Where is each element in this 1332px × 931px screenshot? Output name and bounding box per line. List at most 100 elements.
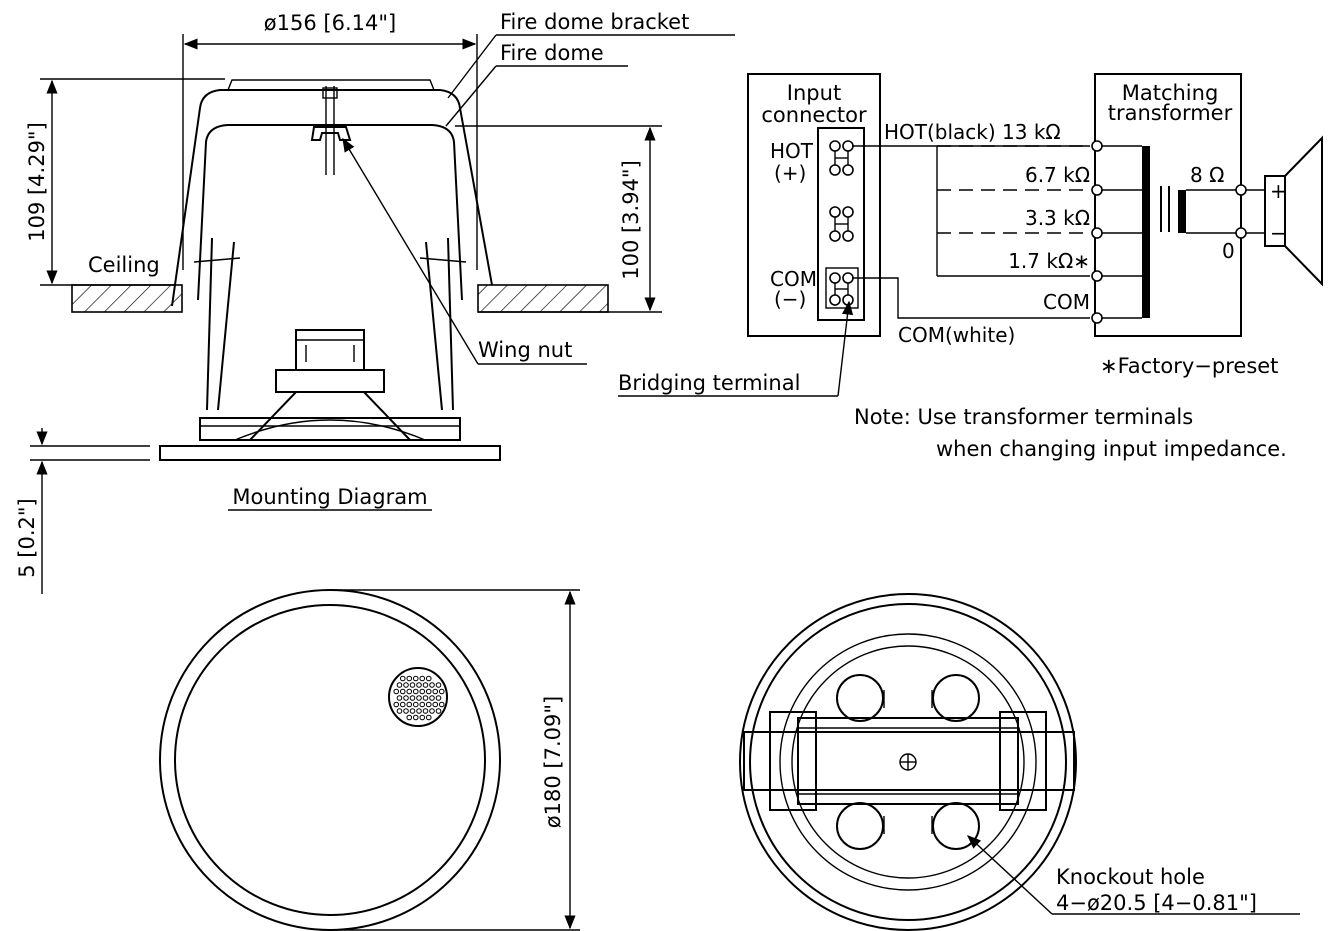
grille-hole — [432, 701, 439, 708]
speaker-flange — [159, 445, 501, 461]
fire-dome-bracket-label: Fire dome bracket — [500, 10, 689, 34]
tap-3-3k-label: 3.3 kΩ — [1025, 206, 1090, 230]
tap-1-7k-label: 1.7 kΩ∗ — [1008, 249, 1090, 273]
tap-6-7k-label: 6.7 kΩ — [1025, 163, 1090, 187]
grille-hole — [393, 688, 400, 695]
grille-hole — [432, 688, 439, 695]
secondary-8ohm-label: 8 Ω — [1190, 163, 1224, 187]
wing-nut-label: Wing nut — [478, 338, 572, 362]
wing-nut — [310, 86, 352, 175]
grille-hole — [429, 682, 435, 688]
grille-hole — [403, 682, 409, 688]
grille-hole — [438, 701, 445, 708]
bridging-terminal-label: Bridging terminal — [618, 371, 800, 395]
grille-hole — [419, 701, 426, 708]
grille-hole — [396, 695, 403, 701]
transformer-label-2: transformer — [1108, 101, 1233, 125]
grille-hole — [416, 682, 422, 688]
grille-hole — [425, 714, 432, 721]
flange-dimension: 5 [0.2"] — [15, 428, 150, 594]
terminal-group-com — [825, 267, 859, 309]
hot-label-2: (+) — [774, 161, 806, 185]
height-dimension-total: 109 [4.29"] — [25, 78, 225, 286]
speaker-unit — [199, 329, 461, 441]
grille-hole — [399, 688, 406, 695]
rear-view: Knockout hole 4−ø20.5 [4−0.81"] — [739, 593, 1300, 931]
grille-hole — [396, 682, 403, 688]
grille-hole — [425, 688, 432, 695]
speaker-plus-label: + — [1270, 179, 1287, 203]
tap-13k-label: HOT(black) 13 kΩ — [884, 120, 1061, 144]
transformer-primary-winding — [1142, 146, 1150, 318]
front-grille — [388, 667, 448, 727]
grille-hole — [419, 675, 426, 682]
bridging-terminal-callout: Bridging terminal — [618, 300, 854, 397]
grille-hole — [412, 675, 419, 682]
grille-hole — [422, 682, 429, 688]
grille-hole — [406, 701, 413, 708]
com-white-label: COM(white) — [898, 323, 1015, 347]
grille-hole — [438, 688, 445, 695]
grille-hole — [419, 714, 426, 721]
front-view: ø180 [7.09"] — [159, 589, 580, 931]
grille-hole — [409, 695, 416, 701]
terminal-group-middle — [829, 206, 854, 242]
loudspeaker-symbol: + − — [1246, 135, 1323, 287]
height-total-label: 109 [4.29"] — [25, 122, 49, 242]
grille-hole — [406, 688, 413, 695]
knockout-holes — [836, 674, 980, 850]
transformer-label-1: Matching — [1122, 81, 1219, 105]
speaker-minus-label: − — [1270, 221, 1287, 245]
fire-dome-bracket-callout: Fire dome bracket — [447, 10, 735, 99]
flange-dimension-label: 5 [0.2"] — [15, 498, 39, 577]
ceiling: Ceiling — [71, 253, 609, 313]
grille-hole — [393, 701, 400, 708]
grille-hole — [406, 714, 413, 721]
com-label-1: COM — [770, 267, 817, 291]
tap-com-label: COM — [1043, 290, 1090, 314]
diameter-dimension: ø180 [7.09"] — [330, 589, 580, 931]
fire-dome-bracket — [171, 89, 493, 307]
height-dome-label: 100 [3.94"] — [619, 160, 643, 280]
fire-dome-label: Fire dome — [500, 41, 604, 65]
ceiling-label: Ceiling — [88, 253, 160, 277]
grille-hole — [425, 675, 432, 682]
grille-hole — [406, 675, 413, 682]
width-dimension-label: ø156 [6.14"] — [264, 11, 396, 35]
grille-hole — [403, 695, 409, 701]
knockout-label-1: Knockout hole — [1056, 865, 1205, 889]
grille-hole — [399, 675, 406, 682]
hot-label-1: HOT — [770, 139, 814, 163]
secondary-0-label: 0 — [1222, 239, 1235, 263]
com-label-2: (−) — [774, 287, 806, 311]
grille-hole — [425, 701, 432, 708]
grille-hole — [412, 714, 419, 721]
grille-hole — [419, 688, 426, 695]
factory-preset-label: ∗Factory−preset — [1100, 354, 1278, 378]
fire-dome-callout: Fire dome — [445, 41, 628, 127]
grille-hole — [422, 695, 429, 701]
grille-hole — [409, 708, 416, 714]
grille-hole — [412, 688, 419, 695]
grille-hole — [429, 708, 435, 714]
grille-hole — [435, 682, 442, 688]
fire-dome — [197, 124, 463, 301]
grille-hole — [403, 708, 409, 714]
knockout-label-2: 4−ø20.5 [4−0.81"] — [1056, 891, 1257, 915]
grille-hole — [422, 708, 429, 714]
grille-hole — [416, 695, 422, 701]
grille-hole — [412, 701, 419, 708]
grille-hole — [416, 708, 422, 714]
mounting-diagram: ø156 [6.14"] Fire dome bracket Fire dome… — [15, 10, 735, 594]
height-dimension-dome: 100 [3.94"] — [455, 125, 662, 313]
width-dimension: ø156 [6.14"] — [182, 11, 478, 270]
transformer-secondary-winding — [1178, 190, 1186, 233]
grille-hole — [429, 695, 435, 701]
mounting-diagram-title: Mounting Diagram — [232, 485, 427, 509]
input-connector-label-2: connector — [761, 103, 867, 127]
grille-hole — [399, 701, 406, 708]
note-line-2: when changing input impedance. — [936, 437, 1287, 461]
matching-transformer-box — [1094, 73, 1242, 337]
diameter-label: ø180 [7.09"] — [541, 696, 565, 828]
